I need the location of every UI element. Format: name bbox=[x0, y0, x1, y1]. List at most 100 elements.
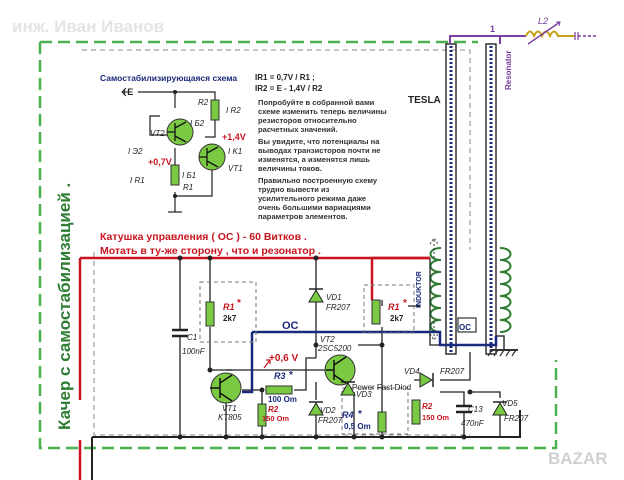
vd1-diode: VD1 FR207 bbox=[308, 288, 351, 312]
r2-right-name: R2 bbox=[422, 402, 433, 411]
inset-r1-label: R1 bbox=[183, 183, 193, 192]
r1-right-star: * bbox=[403, 298, 407, 309]
coil-instruction-line1: Катушка управления ( ОС ) - 60 Витков . bbox=[100, 231, 307, 243]
vd5-diode: VD5 FR207 bbox=[492, 399, 529, 423]
vt2-name: VT2 bbox=[320, 335, 335, 344]
inset-circuit: Самостабилизирующаяся схема IR1 = 0,7V /… bbox=[100, 73, 387, 221]
r2-left-value: 150 Om bbox=[262, 414, 289, 423]
inset-eq2: IR2 = E - 1,4V / R2 bbox=[255, 84, 323, 93]
vd3-diode: VD3 Power Fast Diod bbox=[340, 381, 411, 399]
inset-note-line: Вы увидите, что потенциалы на bbox=[258, 137, 380, 146]
r1-left-name: R1 bbox=[223, 302, 235, 312]
inductor-coil-left bbox=[429, 247, 442, 333]
r3-name: R3 bbox=[274, 371, 286, 381]
vd5-name: VD5 bbox=[502, 399, 518, 408]
vt1-transistor: VT1 KT805 bbox=[210, 372, 242, 422]
vd3-label: Power Fast Diod bbox=[352, 383, 411, 392]
vd2-diode: VD2 FR207 bbox=[308, 401, 343, 425]
inset-note-line: усилительного режима даже bbox=[258, 194, 366, 203]
oc-winding-box bbox=[457, 317, 477, 333]
inset-node bbox=[173, 194, 177, 198]
outer-dashed-frame bbox=[38, 40, 558, 450]
r1-left-star: * bbox=[237, 298, 241, 309]
side-title: Качер с самостабилизацией . bbox=[55, 183, 74, 430]
tesla-primary-column bbox=[445, 43, 497, 355]
r1-right-resistor: R1 * 2k7 bbox=[371, 298, 407, 325]
inset-ir2-label: I R2 bbox=[226, 106, 241, 115]
r4-star: * bbox=[358, 409, 362, 420]
voltage-06-label: +0,6 V bbox=[269, 353, 299, 364]
r1-left-resistor: R1 * 2k7 bbox=[205, 298, 241, 327]
vd4-diode: VD4 FR207 bbox=[404, 367, 465, 388]
bazar-logo: BAZAR bbox=[548, 449, 608, 468]
inset-note-line: очень большими вариациями bbox=[258, 203, 371, 212]
inset-note: Попробуйте в собранной вами схеме измени… bbox=[258, 98, 387, 221]
r2-right-resistor: R2 150 Om bbox=[411, 399, 449, 425]
inset-v14-label: +1,4V bbox=[222, 132, 246, 142]
vt1-value: KT805 bbox=[218, 413, 242, 422]
inset-note-line: расчетных значений. bbox=[258, 125, 338, 134]
inset-note-line: резисторов относительно bbox=[258, 116, 357, 125]
arrow-down-icon bbox=[429, 322, 439, 341]
inset-v07-label: +0,7V bbox=[148, 157, 172, 167]
r1-left-value: 2k7 bbox=[223, 314, 237, 323]
inset-note-line: схеме изменить теперь величины bbox=[258, 107, 387, 116]
vt2-transistor: VT2 2SC5200 bbox=[317, 335, 356, 386]
inset-r2-resistor bbox=[210, 99, 220, 121]
ground-icon bbox=[487, 349, 518, 357]
inset-note-line: параметров элементов. bbox=[258, 212, 348, 221]
oc-feedback-wire bbox=[242, 330, 498, 394]
c13-name: C13 bbox=[468, 405, 483, 414]
arrow-icon bbox=[263, 359, 271, 369]
red-supply-wire bbox=[78, 256, 430, 480]
r3-resistor: R3 * 100 Om bbox=[265, 370, 297, 404]
vd1-value: FR207 bbox=[326, 303, 351, 312]
inner-dashed-frame-lower bbox=[93, 252, 470, 436]
arrow-icon bbox=[121, 87, 130, 97]
vd4-name: VD4 bbox=[404, 367, 420, 376]
l2-label: L2 bbox=[538, 16, 548, 26]
c1-value: 100nF bbox=[182, 347, 206, 356]
inset-note-line: величины токов. bbox=[258, 164, 322, 173]
vd3-name: VD3 bbox=[356, 390, 372, 399]
inset-note-line: изменятся, а изменятся лишь bbox=[258, 155, 370, 164]
vd1-name: VD1 bbox=[326, 293, 342, 302]
r3-value: 100 Om bbox=[268, 395, 297, 404]
vt1-name: VT1 bbox=[222, 404, 237, 413]
inductor-label: INDUKTOR bbox=[416, 271, 423, 308]
vd2-name: VD2 bbox=[320, 406, 336, 415]
inset-node bbox=[173, 90, 177, 94]
vd5-value: FR207 bbox=[504, 414, 529, 423]
logo-text: BAZAR bbox=[548, 449, 608, 468]
c1-capacitor: C1 100nF bbox=[172, 328, 206, 356]
ground-bus bbox=[91, 410, 521, 480]
inset-ib2-label: I Б2 bbox=[190, 119, 205, 128]
c13-capacitor: C13 470nF bbox=[456, 404, 485, 428]
r1-right-value: 2k7 bbox=[390, 314, 404, 323]
watermark-author: инж. Иван Иванов bbox=[12, 17, 164, 36]
inset-note-line: Попробуйте в собранной вами bbox=[258, 98, 375, 107]
vt2-value: 2SC5200 bbox=[317, 344, 352, 353]
inset-r2-label: R2 bbox=[198, 98, 209, 107]
inset-note-line: трудно вывести из bbox=[258, 185, 330, 194]
r3-star: * bbox=[289, 370, 293, 381]
tesla-label: TESLA bbox=[408, 95, 441, 106]
inset-title: Самостабилизирующаяся схема bbox=[100, 73, 237, 83]
oc-small-label: ОС bbox=[459, 323, 471, 332]
inset-eq1: IR1 = 0,7V / R1 ; bbox=[255, 73, 315, 82]
r4-resistor: R4 * 0,5 Om bbox=[342, 409, 387, 433]
inset-note-line: выводах транзисторов почти не bbox=[258, 146, 381, 155]
inductor-coil-right bbox=[499, 247, 512, 333]
r1-right-name: R1 bbox=[388, 302, 400, 312]
oc-label: ОС bbox=[282, 320, 299, 332]
inset-vt1-label: VT1 bbox=[228, 164, 243, 173]
inner-dashed-frame bbox=[82, 49, 471, 250]
l2-coil: L2 bbox=[525, 16, 596, 45]
r4-value: 0,5 Om bbox=[344, 422, 371, 431]
r1-right-dashed-box bbox=[363, 284, 415, 334]
c13-value: 470nF bbox=[461, 419, 485, 428]
arrow-up-icon bbox=[429, 237, 439, 258]
vd2-value: FR207 bbox=[318, 416, 343, 425]
inset-ik1-label: I K1 bbox=[228, 147, 242, 156]
